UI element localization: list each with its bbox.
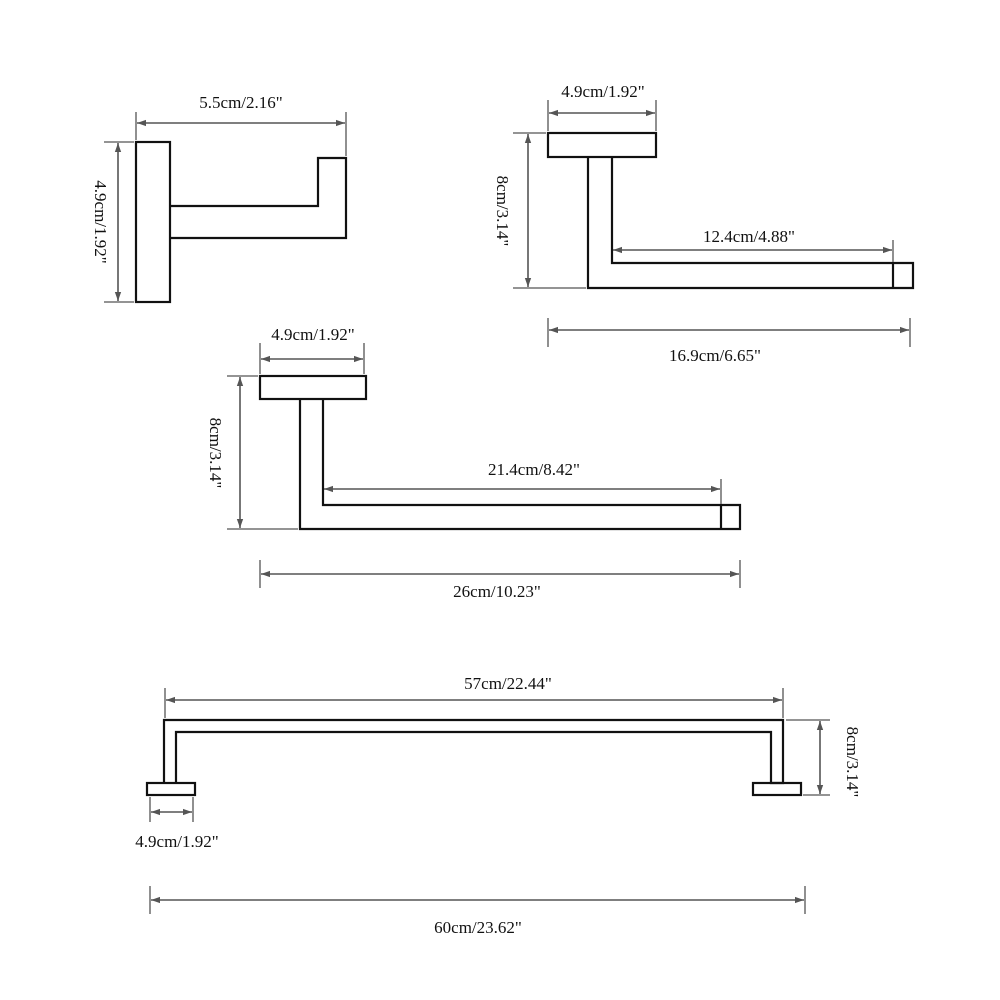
small-bar-inner-length-label: 12.4cm/4.88" (703, 227, 795, 246)
paper-holder-drawing: 5.5cm/2.16" 4.9cm/1.92" (91, 93, 348, 304)
medium-bar-inner-length-label: 21.4cm/8.42" (488, 460, 580, 479)
small-bar-base-width-label: 4.9cm/1.92" (561, 82, 644, 101)
medium-bar-height-label: 8cm/3.14" (206, 418, 225, 489)
medium-bar-base-plate (258, 374, 368, 401)
paper-holder-width-label: 5.5cm/2.16" (199, 93, 282, 112)
long-bar-rail (162, 718, 785, 785)
long-bar-base-width-label: 4.9cm/1.92" (135, 832, 218, 851)
small-bar-total-length-label: 16.9cm/6.65" (669, 346, 761, 365)
long-bar-inner-length-label: 57cm/22.44" (464, 674, 552, 693)
long-bar-right-base-plate (751, 781, 803, 797)
small-bar-height-label: 8cm/3.14" (493, 176, 512, 247)
medium-bar-base-width-label: 4.9cm/1.92" (271, 325, 354, 344)
paper-holder-arm (170, 156, 348, 240)
medium-bar-arm (298, 399, 742, 531)
small-bar-arm (586, 157, 915, 290)
medium-towel-bar-drawing: 4.9cm/1.92" 8cm/3.14" 21.4cm/8.42" 26cm/… (206, 325, 742, 601)
long-bar-total-length-label: 60cm/23.62" (434, 918, 522, 937)
long-bar-left-base-plate (145, 781, 197, 797)
small-bar-base-plate (546, 131, 658, 159)
paper-holder-height-label: 4.9cm/1.92" (91, 180, 110, 263)
small-towel-bar-drawing: 4.9cm/1.92" 8cm/3.14" 12.4cm/4.88" 16.9c… (493, 82, 915, 365)
long-towel-bar-drawing: 57cm/22.44" 8cm/3.14" 4.9cm/1.92" 60cm/2… (135, 674, 862, 937)
paper-holder-base-plate (134, 140, 172, 304)
long-bar-height-label: 8cm/3.14" (843, 727, 862, 798)
medium-bar-total-length-label: 26cm/10.23" (453, 582, 541, 601)
